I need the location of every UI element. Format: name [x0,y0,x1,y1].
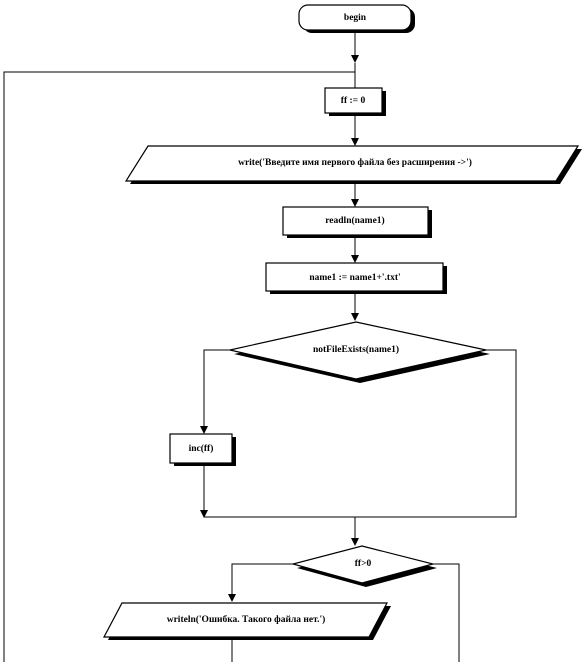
assign-name-label: name1 := name1+'.txt' [309,273,400,283]
arrow-head [351,255,359,263]
loop-back-line [3,71,355,662]
writeln-error-label: writeln('Ошибка. Такого файла нет.') [167,614,326,625]
ff-init-label: ff := 0 [341,96,366,106]
ff-decision-label: ff>0 [355,559,372,569]
ff-yes-branch [231,563,293,601]
begin-terminator: begin [298,4,415,33]
arrow-head [351,55,359,63]
exists-yes-branch [203,349,230,433]
arrow-head [200,510,208,518]
assign-name-process: name1 := name1+'.txt' [265,262,447,294]
arrow-head [351,199,359,207]
ff-no-branch [433,563,460,662]
inc-ff-label: inc(ff) [189,443,214,454]
inc-ff-process: inc(ff) [169,433,236,466]
arrow-head [351,313,359,321]
exists-no-branch [204,349,517,518]
arrow-head [228,594,236,602]
exists-decision: notFileExists(name1) [229,321,490,383]
ff-decision: ff>0 [290,545,437,587]
readln-label: readln(name1) [325,215,384,226]
arrow-head [351,138,359,146]
begin-label: begin [344,13,367,23]
write-prompt-label: write('Введите имя первого файла без рас… [238,157,472,168]
arrow-head [200,426,208,434]
write-prompt-io: write('Введите имя первого файла без рас… [124,145,582,184]
exists-decision-label: notFileExists(name1) [313,344,399,355]
readln-process: readln(name1) [282,206,432,238]
ff-init-process: ff := 0 [324,87,386,116]
writeln-error-io: writeln('Ошибка. Такого файла нет.') [103,602,391,640]
arrow-head [351,538,359,546]
